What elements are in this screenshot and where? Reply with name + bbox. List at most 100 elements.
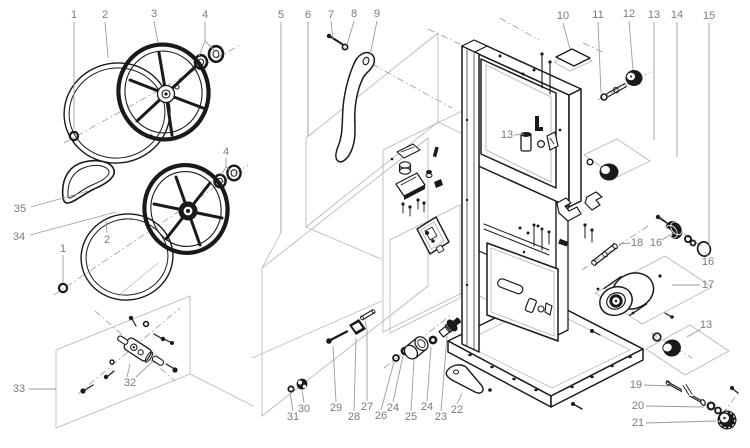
retaining-ring-upper [68, 130, 80, 142]
clamp-knob [662, 339, 681, 357]
door-hardware-group [287, 309, 376, 393]
callout-label-35-16: 35 [14, 203, 26, 215]
callout-label-2-19: 2 [104, 234, 110, 246]
callout-label-11-10: 11 [592, 9, 603, 21]
callout-label-22-32: 22 [451, 404, 463, 416]
hand-knob [717, 410, 737, 430]
callout-label-1-18: 1 [60, 243, 66, 255]
upper-wheel-assembly [63, 40, 241, 164]
base-plate [447, 295, 644, 410]
foot-lever [445, 364, 492, 394]
leader-line-20-40 [645, 405, 705, 408]
leader-line-2-1 [104, 21, 109, 59]
callout-label-13-38: 13 [700, 319, 712, 331]
carry-handle [553, 48, 593, 72]
door-handle-slot [497, 278, 524, 295]
tension-lever [335, 51, 376, 163]
shaft-ring [600, 93, 608, 101]
drive-belt [61, 159, 116, 204]
leader-line-21-41 [645, 420, 717, 424]
tension-lever-assembly [326, 33, 376, 163]
callout-label-30-23: 30 [298, 403, 310, 415]
leader-line-31-22 [289, 391, 294, 412]
callout-label-13-37: 13 [501, 129, 513, 141]
leader-line-27-26 [364, 320, 368, 401]
small-knob-group [650, 332, 693, 359]
leader-line-34-17 [29, 211, 117, 236]
spine-column [461, 39, 488, 353]
tire-ring-lower [80, 213, 174, 301]
switch-outline [389, 204, 461, 334]
leader-line-29-24 [332, 345, 337, 403]
rod-washer [706, 401, 716, 411]
adjuster-rod [665, 380, 706, 406]
hub-block [123, 337, 154, 363]
leader-line-35-16 [30, 190, 89, 208]
leader-line-10-9 [562, 22, 571, 50]
guide-washer [392, 354, 400, 362]
callout-label-32-21: 32 [124, 377, 136, 389]
leader-line-28-25 [353, 337, 357, 412]
knob-ring [652, 332, 662, 342]
callout-label-33-20: 33 [13, 383, 25, 395]
bearing-pair-upper [193, 40, 225, 71]
tension-knob [625, 70, 643, 86]
set-pin [117, 335, 129, 345]
leader-line-19-39 [643, 384, 670, 387]
callout-label-18-33: 18 [631, 237, 643, 249]
motor-pulley-group [590, 272, 674, 336]
spoked-wheel-lower [142, 162, 230, 256]
callout-label-16-35: 16 [702, 256, 714, 268]
knob-outline-13 [645, 324, 730, 376]
callout-label-25-29: 25 [405, 411, 417, 423]
retaining-ring-lower [57, 282, 69, 294]
leader-line-3-2 [153, 20, 159, 44]
leader-line-24-30 [426, 346, 432, 402]
base-screw [571, 402, 575, 406]
frame-screws [465, 54, 575, 287]
callout-label-20-40: 20 [632, 400, 644, 412]
bracket-hardware-cluster [390, 143, 443, 217]
callout-label-16-34: 16 [650, 237, 662, 249]
leader-line-12-11 [628, 20, 634, 71]
pulley-pin-group [581, 214, 712, 271]
leader-line-16-35 [704, 251, 709, 257]
pulley-bolt [655, 214, 661, 220]
pulley-washer [689, 239, 697, 247]
lock-nut [296, 378, 308, 390]
cluster-screws [401, 198, 426, 217]
leader-line-7-6 [330, 20, 334, 40]
tracking-knob [586, 158, 619, 181]
callout-label-27-26: 27 [361, 401, 373, 413]
roller-guide-group [383, 313, 461, 369]
hub-hardware-cluster [77, 307, 181, 395]
retaining-ring [696, 241, 712, 257]
callout-label-34-17: 34 [13, 231, 25, 243]
leader-line-25-29 [410, 359, 415, 412]
leader-line-26-27 [380, 361, 395, 411]
switch-group-outline [382, 107, 469, 333]
saw-frame [390, 39, 644, 410]
lever-washer [341, 43, 349, 51]
callout-label-4-15: 4 [223, 146, 229, 158]
guide-stud [438, 317, 461, 338]
callout-label-3-2: 3 [151, 8, 157, 20]
door-latch-lower [524, 297, 553, 316]
leader-line-24-28 [392, 355, 404, 403]
roll-pin [360, 309, 376, 321]
callout-label-9-8: 9 [374, 8, 380, 20]
leader-line-8-7 [346, 20, 355, 46]
callout-label-2-1: 2 [102, 9, 108, 21]
leader-line-13-37 [513, 133, 525, 136]
door-latch-upper [520, 116, 559, 152]
guide-brackets [556, 191, 603, 247]
guide-roller [403, 336, 429, 360]
leader-line-4-15 [220, 158, 227, 176]
callout-label-6-5: 6 [305, 9, 311, 21]
callout-label-23-31: 23 [435, 411, 447, 423]
spoked-wheel-upper [116, 42, 211, 142]
callout-label-4-3: 4 [202, 9, 208, 21]
callout-label-19-39: 19 [630, 379, 642, 391]
